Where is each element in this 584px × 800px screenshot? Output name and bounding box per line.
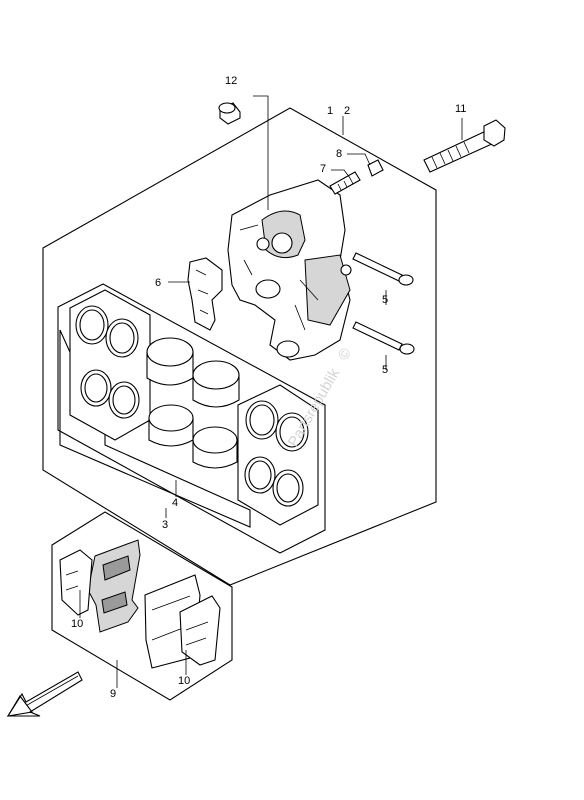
pad-set-frame [51,511,233,701]
callout-4: 4 [172,497,178,509]
callout-11: 11 [455,103,466,115]
mounting-bolt [423,119,506,173]
shim-plate-rear [179,595,221,666]
callout-1: 1 [327,105,333,117]
callout-6: 6 [155,277,161,289]
bleeder-valve [329,171,361,195]
assembly-frame [42,107,437,586]
seal-kit-frame [57,283,326,554]
brake-pad-front [87,539,141,633]
front-direction-arrow [6,671,83,717]
piston-1 [146,337,194,386]
piston-3 [148,404,194,447]
callout-10-rear: 10 [178,675,190,687]
piston-4 [192,426,238,469]
callout-5-lower: 5 [382,364,388,376]
pad-spring-clip [187,257,223,331]
callout-12: 12 [225,75,237,87]
callout-5-upper: 5 [382,294,388,306]
bleeder-cap [367,159,384,177]
watermark-logo: © [335,345,355,363]
slide-pin-lower [352,321,415,355]
callout-7: 7 [320,163,326,175]
seal-plate-right [237,384,319,526]
pin-bushing [218,102,241,125]
piston-2 [192,360,240,408]
callout-10-front: 10 [71,618,83,630]
slide-pin-upper [352,252,414,286]
caliper-body [227,179,352,361]
leader-lines [79,95,463,688]
callout-3: 3 [162,519,168,531]
callout-8: 8 [336,148,342,160]
shim-plate-front [59,549,93,616]
callout-9: 9 [110,688,116,700]
callout-2: 2 [344,105,350,117]
seal-plate-left [69,289,151,441]
